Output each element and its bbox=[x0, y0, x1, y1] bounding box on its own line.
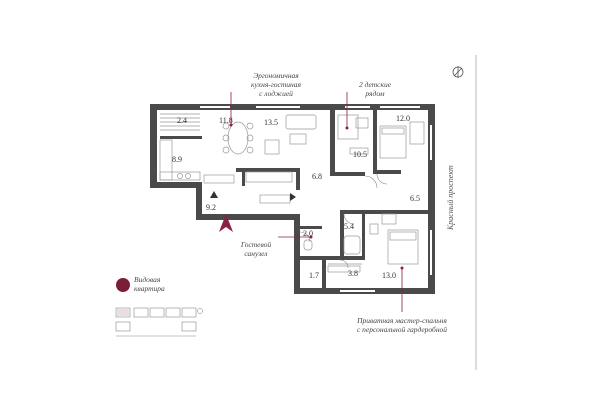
mini-floor-map bbox=[115, 307, 197, 337]
leader-lines bbox=[230, 92, 403, 312]
room-hall-area: 9.2 bbox=[206, 203, 216, 212]
loggia-hatch bbox=[160, 113, 200, 131]
annotation-master: Приватная мастер-спальня с персональной … bbox=[356, 316, 448, 334]
windows bbox=[200, 106, 432, 292]
room-loggia-area: 2.4 bbox=[177, 116, 187, 125]
furniture bbox=[159, 113, 425, 273]
doors bbox=[299, 173, 388, 269]
view-apartment-badge bbox=[116, 278, 130, 292]
room-wc-area: 2.0 bbox=[303, 229, 313, 238]
compass-icon bbox=[452, 66, 464, 78]
annotation-kids: 2 детские рядом bbox=[358, 80, 392, 98]
room-storage-area: 1.7 bbox=[309, 271, 319, 280]
room-kitchen-area: 11.8 bbox=[219, 116, 233, 125]
room-dining-area: 8.9 bbox=[172, 155, 182, 164]
room-corridor-area: 6.8 bbox=[312, 172, 322, 181]
room-kid2-area: 12.0 bbox=[396, 114, 410, 123]
room-living-area: 13.5 bbox=[264, 118, 278, 127]
room-master-area: 13.0 bbox=[382, 271, 396, 280]
legend-label: Видовая квартира bbox=[134, 275, 165, 293]
street-name: Красный проспект bbox=[446, 165, 455, 230]
annotation-guest-bath: Гостевой санузел bbox=[240, 240, 272, 258]
room-bath-area: 5.4 bbox=[344, 222, 354, 231]
room-kid1-area: 10.5 bbox=[353, 150, 367, 159]
leader-dots bbox=[229, 123, 404, 270]
mini-map-highlight bbox=[117, 309, 129, 316]
hall-arrow-right bbox=[290, 193, 296, 201]
room-corridor2-area: 6.5 bbox=[410, 194, 420, 203]
entrance-arrow-icon bbox=[219, 214, 233, 232]
room-wardrobe-area: 3.8 bbox=[348, 269, 358, 278]
annotation-kitchen: Эргономичная кухня-гостиная с лоджией bbox=[251, 71, 301, 98]
hall-arrow-up bbox=[210, 191, 218, 198]
mini-compass-icon bbox=[197, 308, 203, 314]
